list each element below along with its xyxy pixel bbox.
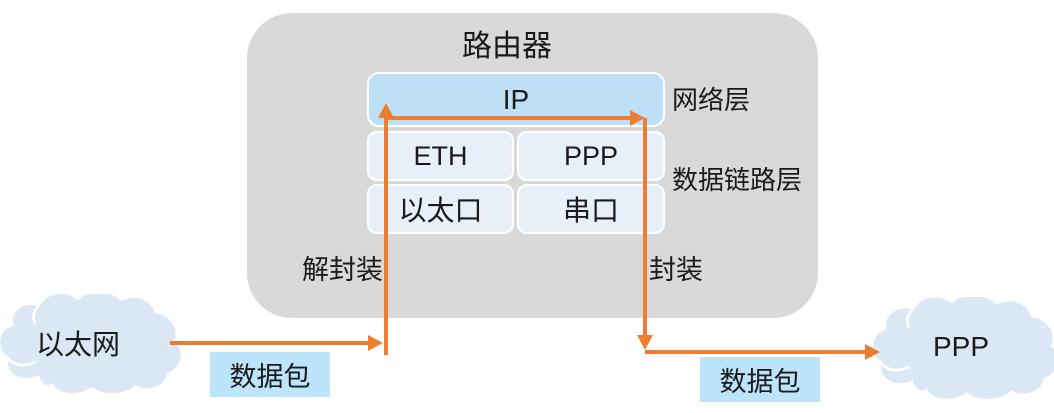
arrow-in-from-ethernet-icon <box>170 335 383 351</box>
encapsulation-label: 封装 <box>649 255 703 285</box>
router-title: 路由器 <box>462 30 552 63</box>
ethernet-port-box: 以太口 <box>367 184 514 234</box>
ethernet-cloud-label: 以太网 <box>36 329 121 360</box>
ppp-protocol-box: PPP <box>517 131 665 181</box>
decapsulation-label: 解封装 <box>302 255 383 285</box>
eth-protocol-box: ETH <box>367 131 514 181</box>
network-layer-label: 网络层 <box>672 85 751 115</box>
ip-layer-box: IP <box>367 72 665 127</box>
packet-label-left: 数据包 <box>210 352 330 397</box>
serial-port-box: 串口 <box>517 184 665 234</box>
ppp-cloud-label: PPP <box>933 331 990 362</box>
datalink-layer-label: 数据链路层 <box>672 165 803 195</box>
packet-label-right: 数据包 <box>700 357 820 402</box>
